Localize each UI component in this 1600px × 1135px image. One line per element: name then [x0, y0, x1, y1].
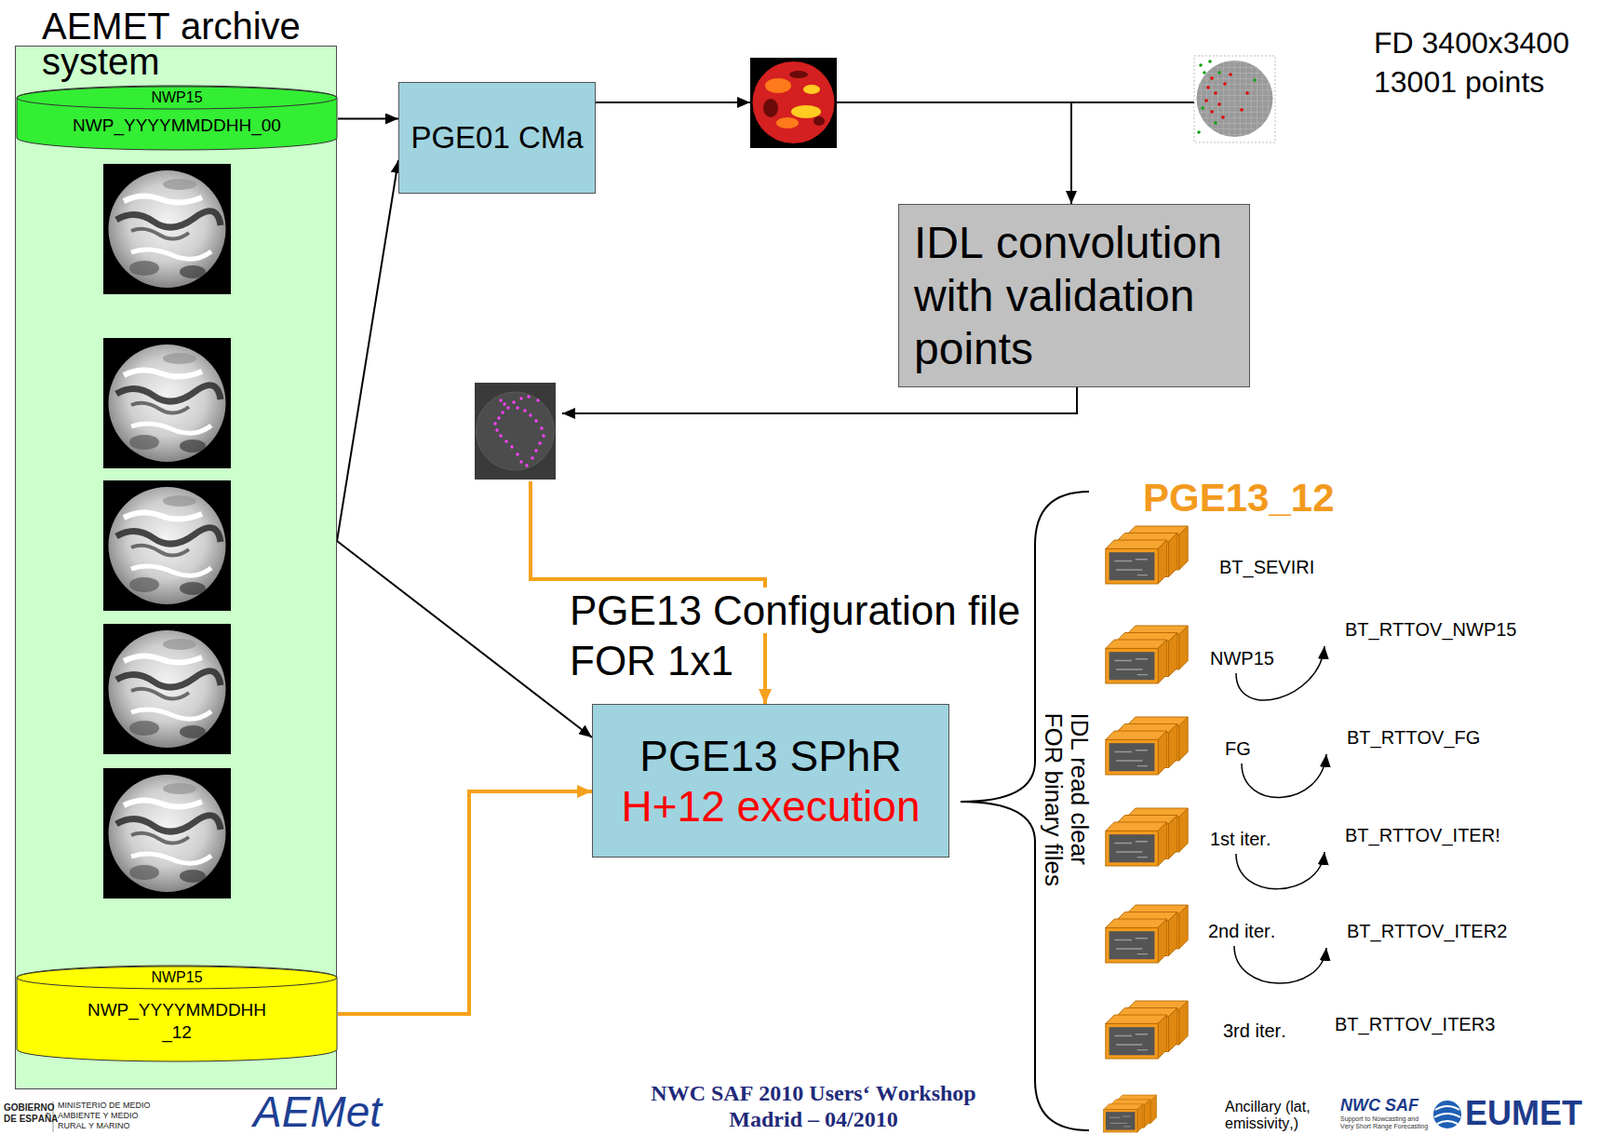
file-label: FG [1224, 737, 1251, 760]
file-label: 3rd iter. [1223, 1019, 1287, 1042]
process-name: IDL convolution with validation points [914, 215, 1235, 376]
file-label: Ancillary (lat, emissivity,) [1224, 1098, 1330, 1132]
database-name: NWP15 [23, 968, 331, 986]
flow-arrow [337, 118, 399, 121]
logo-text: MINISTERIO DE MEDIO AMBIENTE Y MEDIO RUR… [57, 1100, 168, 1131]
process-box: PGE13 SPhRH+12 execution [591, 703, 950, 858]
eumetsat-globe [1433, 1100, 1462, 1129]
database-name: NWP15 [23, 89, 331, 107]
database-cylinder: NWP15NWP_YYYYMMDDHH _12 [15, 965, 338, 1063]
footer-text: Madrid – 04/2010 [599, 1105, 1028, 1132]
footer-text: NWC SAF 2010 Users‘ Workshop [599, 1079, 1028, 1106]
process-box: PGE01 CMa [398, 81, 596, 194]
image-note: FD 3400x3400 [1373, 23, 1570, 63]
file-name: NWP_YYYYMMDDHH_00 [23, 115, 331, 136]
file-label: BT_RTTOV_ITER2 [1346, 919, 1507, 942]
label-box: PGE13 Configuration file FOR 1x1 [569, 585, 1028, 686]
brace-note: IDL read clear FOR binary files [1039, 712, 1092, 904]
file-label: NWP15 [1210, 646, 1275, 670]
panel-heading: AEMET archive system [41, 8, 340, 80]
logo-text: GOBIERNO DE ESPAÑA [3, 1102, 64, 1125]
file-label: BT_RTTOV_ITER3 [1334, 1012, 1495, 1036]
file-label: 2nd iter. [1208, 919, 1276, 942]
file-label: 1st iter. [1210, 827, 1272, 850]
file-label: BT_RTTOV_NWP15 [1344, 618, 1517, 641]
clear-points-image [474, 382, 556, 480]
logo-text: EUMET [1465, 1094, 1583, 1132]
logo-text: NWC SAF [1340, 1094, 1419, 1116]
flow-arrow [336, 160, 399, 541]
satellite-images [15, 46, 338, 1090]
flow-arrow [337, 791, 592, 1014]
output-title: PGE13_12 [1142, 474, 1335, 522]
database-cylinder: NWP15NWP_YYYYMMDDHH_00 [15, 85, 338, 152]
binary-file-icons [1103, 525, 1189, 1132]
process-name: PGE13 SPhR [639, 730, 901, 781]
process-box: IDL convolution with validation points [898, 203, 1251, 388]
file-label: BT_RTTOV_ITER! [1344, 823, 1501, 847]
flow-arrow [336, 540, 592, 738]
file-label: BT_SEVIRI [1219, 555, 1315, 579]
logo-text: Support to Nowcasting and Very Short Ran… [1340, 1115, 1430, 1130]
flow-lines [530, 102, 1195, 704]
image-note: 13001 points [1373, 62, 1545, 102]
logo-text: AEMet [253, 1089, 382, 1134]
process-name: PGE01 CMa [410, 119, 583, 157]
execution-note: H+12 execution [621, 780, 921, 832]
validation-points-image [1194, 55, 1276, 143]
config-note: PGE13 Configuration file FOR 1x1 [569, 587, 1021, 684]
archive-panel: AEMET archive systemNWP15NWP_YYYYMMDDHH_… [14, 45, 337, 1090]
file-label: BT_RTTOV_FG [1346, 726, 1480, 749]
file-name: NWP_YYYYMMDDHH _12 [77, 998, 278, 1044]
cloud-mask-image [750, 57, 837, 148]
